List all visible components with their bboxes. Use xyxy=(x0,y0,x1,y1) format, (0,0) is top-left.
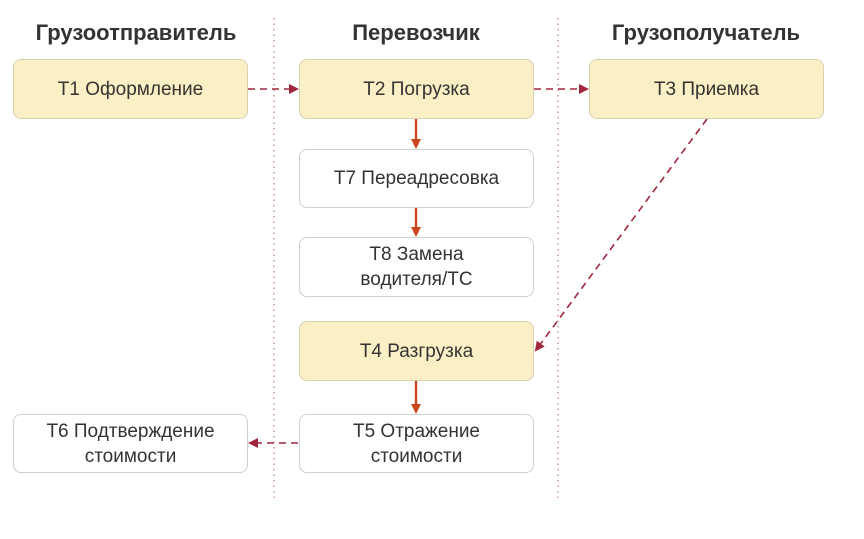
node-t3[interactable]: Т3 Приемка xyxy=(589,59,824,119)
node-t4[interactable]: Т4 Разгрузка xyxy=(299,321,534,381)
node-t3-label: Т3 Приемка xyxy=(653,78,760,100)
node-t1[interactable]: Т1 Оформление xyxy=(13,59,248,119)
node-t6-label: Т6 Подтверждение стоимости xyxy=(46,420,215,467)
node-t6[interactable]: Т6 Подтверждение стоимости xyxy=(13,414,248,473)
node-t8[interactable]: Т8 Замена водителя/ТС xyxy=(299,237,534,297)
node-t5[interactable]: Т5 Отражение стоимости xyxy=(299,414,534,473)
lane-title-consignee: Грузополучатель xyxy=(611,20,801,45)
node-t2[interactable]: Т2 Погрузка xyxy=(299,59,534,119)
node-t7-label: Т7 Переадресовка xyxy=(333,168,500,189)
node-t4-label: Т4 Разгрузка xyxy=(359,340,474,362)
node-t1-label: Т1 Оформление xyxy=(57,78,204,100)
node-t5-label: Т5 Отражение стоимости xyxy=(352,420,481,467)
edge-t3-t4 xyxy=(534,118,708,352)
node-t8-label: Т8 Замена водителя/ТС xyxy=(360,244,473,290)
node-t2-label: Т2 Погрузка xyxy=(363,78,470,100)
lane-title-shipper: Грузоотправитель xyxy=(35,20,237,45)
lane-title-carrier: Перевозчик xyxy=(352,20,480,45)
node-t7[interactable]: Т7 Переадресовка xyxy=(299,149,534,208)
